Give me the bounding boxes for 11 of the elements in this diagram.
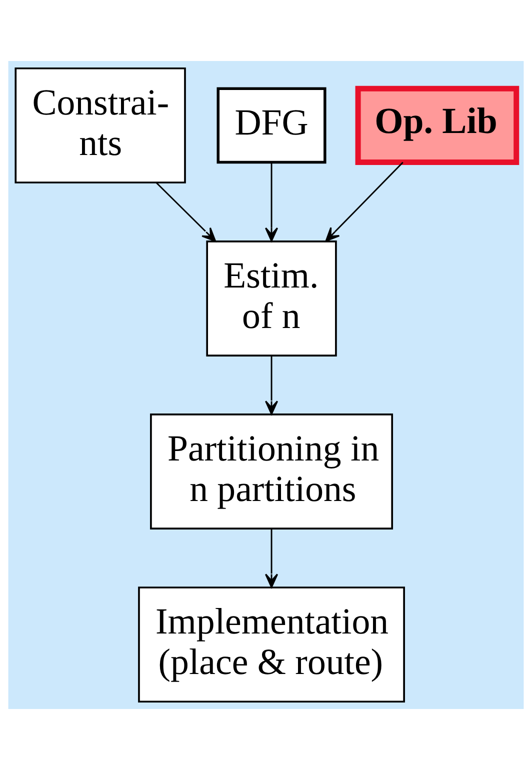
arrow [156, 182, 216, 242]
arrow [264, 356, 278, 415]
node-box: Constrai- nts [14, 67, 186, 184]
node-box: Implementation (place & route) [138, 586, 405, 703]
arrow [264, 528, 278, 588]
node-box: Estim. of n [206, 240, 337, 356]
arrow [264, 162, 278, 242]
node-box: Partitioning in n partitions [150, 414, 394, 530]
node-box: DFG [216, 87, 326, 164]
node-box: Op. Lib [355, 86, 520, 166]
arrow [325, 162, 404, 242]
